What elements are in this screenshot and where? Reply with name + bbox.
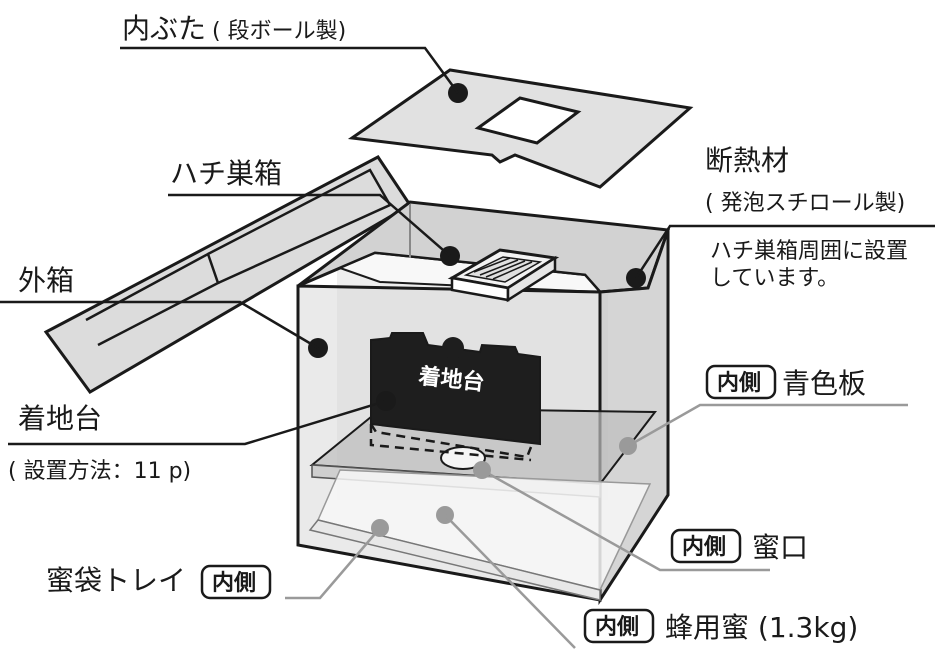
outer-box-lid-flap xyxy=(43,155,413,394)
label-honey-mouth: 蜜口 xyxy=(752,531,808,564)
leader-honey-bag-tray xyxy=(285,527,381,600)
label-honey-bag-tray: 蜜袋トレイ xyxy=(46,564,186,597)
leader-bee-honey xyxy=(444,514,576,649)
badge-honey-mouth xyxy=(670,528,742,564)
label-bee-box: ハチ巣箱 xyxy=(170,157,282,190)
label-insulation-material: ( 発泡スチロール製) xyxy=(705,191,905,216)
label-blue-plate: 青色板 xyxy=(782,367,866,400)
label-outer-box: 外箱 xyxy=(18,264,74,297)
badge-honey-mouth-text: 内側 xyxy=(682,535,726,560)
badge-honey-bag-tray-text: 内側 xyxy=(212,571,256,596)
leader-blue-plate xyxy=(627,403,908,448)
bee-box xyxy=(447,248,560,303)
label-landing-board-ref: ( 設置方法：11 p) xyxy=(8,459,191,484)
badge-bee-honey-text: 内側 xyxy=(595,615,639,640)
leader-lines xyxy=(0,46,935,649)
leader-outer-box xyxy=(0,300,319,350)
inner-lid xyxy=(347,68,694,189)
label-inner-lid-note: ( 段ボール製) xyxy=(212,19,346,44)
leader-landing-board xyxy=(8,399,387,446)
label-landing-board: 着地台 xyxy=(18,402,102,435)
honey-bag-tray xyxy=(308,469,652,601)
label-inner-lid: 内ぶた xyxy=(122,12,206,45)
leader-bee-box xyxy=(168,193,451,257)
badge-blue-plate-text: 内側 xyxy=(717,371,761,396)
labels: 内ぶた ( 段ボール製) ハチ巣箱 断熱材 ( 発泡スチロール製) ハチ巣箱周囲… xyxy=(8,12,908,644)
leader-inner-lid xyxy=(120,46,460,94)
badge-honey-bag-tray xyxy=(200,564,272,600)
leader-honey-mouth xyxy=(481,468,770,572)
label-insulation-note-1: ハチ巣箱周囲に設置 xyxy=(710,239,908,264)
label-insulation: 断熱材 xyxy=(705,144,789,177)
label-insulation-note-2: しています。 xyxy=(710,266,839,291)
label-bee-honey: 蜂用蜜 (1.3kg) xyxy=(665,611,858,644)
badge-blue-plate xyxy=(705,364,777,400)
leader-insulation xyxy=(634,224,935,279)
badge-bee-honey xyxy=(583,608,655,644)
landing-board: 着地台 xyxy=(369,332,541,462)
